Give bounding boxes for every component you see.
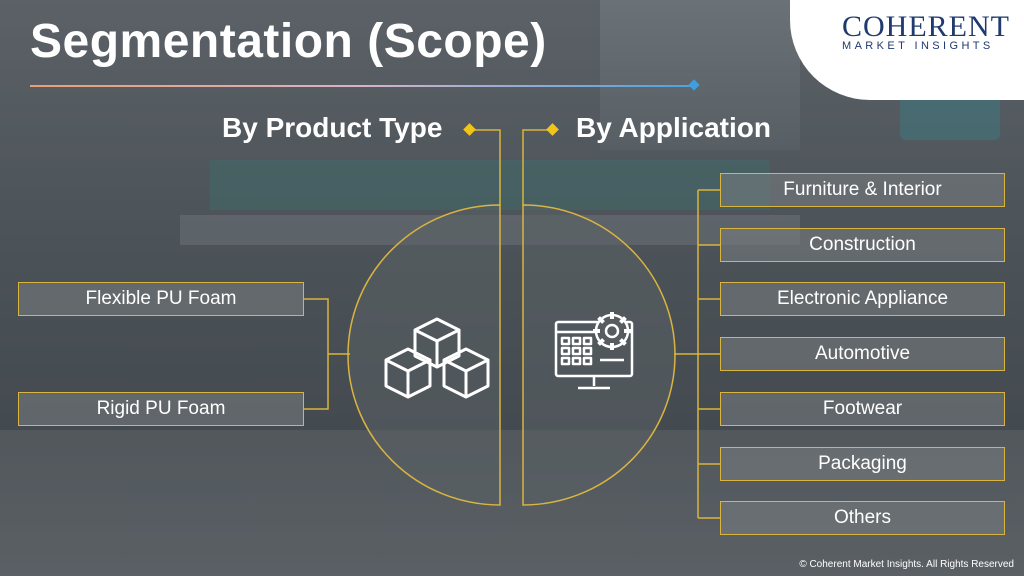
gear-tooth <box>619 316 627 324</box>
application-box: Construction <box>720 228 1005 262</box>
logo-tagline: MARKET INSIGHTS <box>842 40 994 52</box>
application-box: Others <box>720 501 1005 535</box>
page-title: Segmentation (Scope) <box>30 15 547 68</box>
application-bracket-ticks <box>698 189 720 519</box>
gear-tooth <box>619 338 627 346</box>
application-box: Electronic Appliance <box>720 282 1005 316</box>
logo-panel <box>790 0 1024 100</box>
application-box: Footwear <box>720 392 1005 426</box>
background-window <box>600 0 800 150</box>
product-half-circle <box>347 204 501 506</box>
copyright-notice: © Coherent Market Insights. All Rights R… <box>799 559 1014 570</box>
application-box: Furniture & Interior <box>720 173 1005 207</box>
application-box: Automotive <box>720 337 1005 371</box>
application-box: Packaging <box>720 447 1005 481</box>
background-partition <box>210 160 770 210</box>
application-heading-connector <box>522 129 553 205</box>
application-heading: By Application <box>576 112 771 143</box>
cubes-icon <box>384 317 490 399</box>
product-type-box: Flexible PU Foam <box>18 282 304 316</box>
product-heading-connector <box>470 129 501 205</box>
product-bracket <box>304 298 329 410</box>
application-heading-diamond <box>546 123 559 136</box>
title-underline <box>30 85 694 87</box>
monitor-gear-icon <box>554 312 634 390</box>
product-heading-diamond <box>463 123 476 136</box>
product-type-heading: By Product Type <box>222 112 443 143</box>
application-half-circle <box>522 204 676 506</box>
gear-tooth <box>597 316 605 324</box>
logo-name: COHERENT <box>842 10 1010 43</box>
product-type-box: Rigid PU Foam <box>18 392 304 426</box>
gear-tooth <box>597 338 605 346</box>
